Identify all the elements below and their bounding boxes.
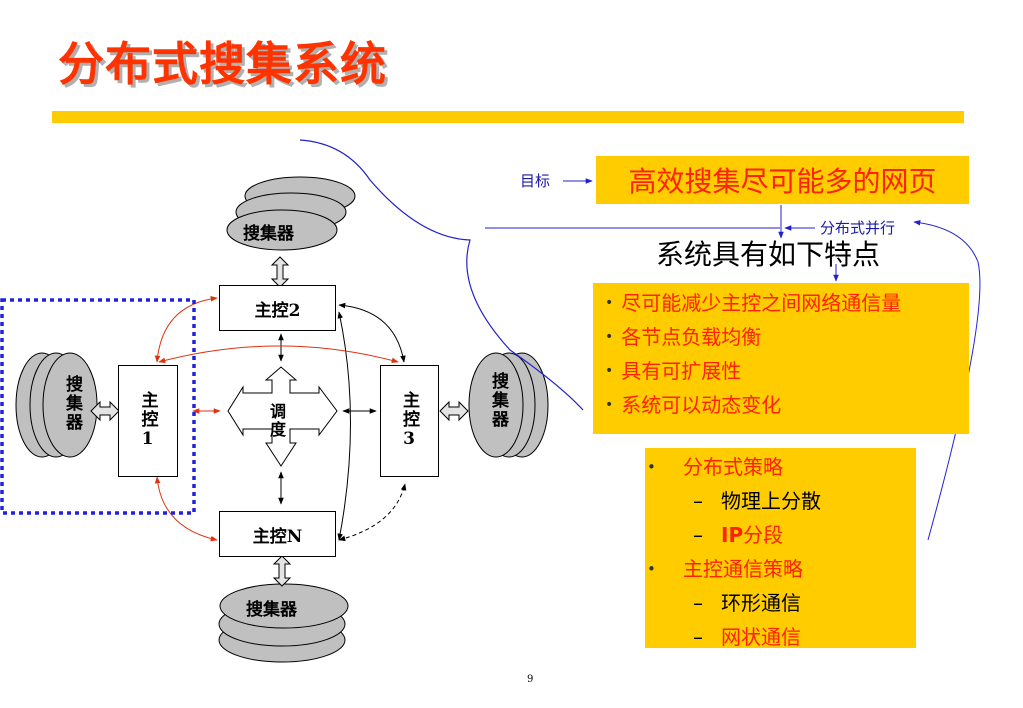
goal-label: 目标	[520, 172, 551, 190]
master-n-box: 主控N	[219, 511, 336, 557]
collector-stack-left	[15, 352, 98, 458]
features-box: •尽可能减少主控之间网络通信量 •各节点负载均衡 •具有可扩展性 •系统可以动态…	[593, 283, 969, 434]
parallel-label: 分布式并行	[820, 219, 896, 237]
arrow-master2-master3	[338, 302, 406, 363]
double-arrow-bottom	[272, 555, 292, 587]
master-1-box: 主控1	[118, 365, 178, 477]
scheduler-label: 调度	[267, 403, 286, 439]
feature-item: •各节点负载均衡	[605, 325, 762, 349]
arrow-masterN-master3-dashed	[338, 483, 407, 542]
strategy-box: •分布式策略 –物理上分散 –IP分段 •主控通信策略 –环形通信 –网状通信	[645, 448, 916, 649]
page-number: 9	[527, 674, 534, 685]
brace-curve	[299, 139, 584, 411]
double-arrow-right	[439, 400, 469, 422]
feature-item: •系统可以动态变化	[605, 393, 782, 417]
scheduler-shape	[227, 366, 338, 467]
dotted-highlight-border	[0, 298, 196, 515]
strategy-heading: •分布式策略	[647, 455, 783, 479]
collector-top-label: 搜集器	[243, 224, 294, 244]
strategy-item: –网状通信	[693, 625, 801, 649]
collector-bottom-label: 搜集器	[246, 600, 297, 620]
feature-item: •具有可扩展性	[605, 359, 742, 383]
collector-right-label: 搜集器	[488, 372, 508, 429]
red-arrow-master1-master2	[154, 296, 218, 363]
collector-stack-bottom	[218, 583, 349, 663]
strategy-feedback-arrow	[913, 219, 981, 541]
collector-stack-right	[468, 352, 549, 458]
features-heading: 系统具有如下特点	[656, 238, 881, 271]
red-arrow-master1-master3	[158, 345, 399, 364]
master-2-box: 主控2	[219, 285, 336, 331]
double-arrow-top	[270, 256, 290, 288]
collector-left-label: 搜集器	[62, 375, 82, 432]
feature-item: •尽可能减少主控之间网络通信量	[605, 291, 902, 315]
red-arrow-master1-masterN	[154, 476, 218, 542]
collector-stack-top	[226, 176, 356, 251]
strategy-item: –IP分段	[693, 523, 784, 547]
strategy-heading: •主控通信策略	[647, 557, 803, 581]
slide-title: 分布式搜集系统	[58, 37, 387, 91]
strategy-item: –环形通信	[693, 591, 801, 615]
title-underline-bar	[52, 111, 964, 123]
goal-box: 高效搜集尽可能多的网页	[596, 156, 969, 204]
master-3-box: 主控3	[380, 365, 439, 477]
arrow-master2-masterN	[337, 311, 351, 541]
strategy-item: –物理上分散	[693, 489, 821, 513]
